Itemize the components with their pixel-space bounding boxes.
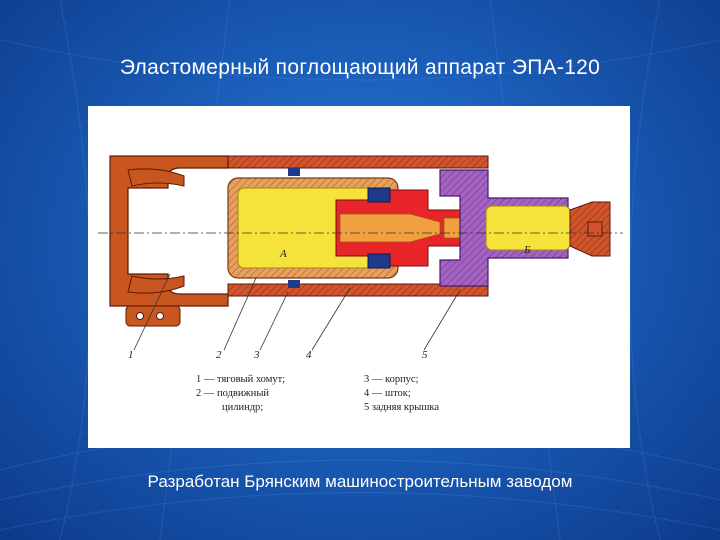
- callout-numbers: 1 2 3 4 5: [128, 349, 428, 361]
- slide-title: Эластомерный поглощающий аппарат ЭПА-120: [119, 56, 601, 79]
- region-label-b: Б: [523, 244, 531, 256]
- legend-right-1: 3 — корпус;: [364, 374, 419, 385]
- legend-left-1: 1 — тяговый хомут;: [196, 374, 285, 385]
- region-label-a: А: [279, 248, 287, 260]
- callout-3: 3: [253, 349, 260, 361]
- callout-5: 5: [422, 349, 428, 361]
- diagram-panel: А Б: [88, 106, 630, 448]
- rear-cover: Б: [439, 169, 611, 287]
- seals: [288, 168, 391, 288]
- leader-lines: [133, 273, 461, 351]
- legend-left-2: 2 — подвижный: [196, 388, 269, 399]
- callout-1: 1: [128, 349, 134, 361]
- traction-clamp: [109, 155, 229, 327]
- callout-4: 4: [306, 349, 312, 361]
- legend-right-3: 5 задняя крышка: [364, 402, 439, 413]
- slide-caption: Разработан Брянским машиностроительным з…: [147, 472, 573, 491]
- legend: 1 — тяговый хомут; 2 — подвижный цилиндр…: [196, 374, 439, 413]
- absorber-diagram: А Б: [98, 155, 623, 413]
- callout-2: 2: [216, 349, 222, 361]
- legend-left-3: цилиндр;: [222, 402, 263, 413]
- legend-right-2: 4 — шток;: [364, 388, 411, 399]
- housing: [227, 155, 489, 297]
